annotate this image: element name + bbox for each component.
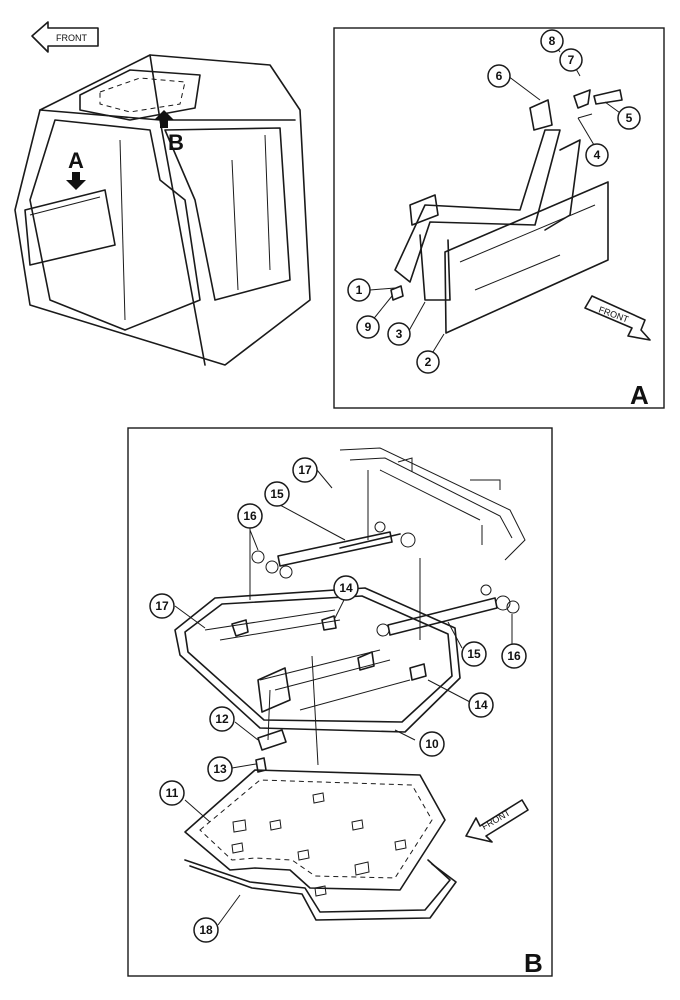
callout-7: 7 [559,48,583,72]
cab-overview: FRONT A B [14,21,311,366]
callout-17-upper: 17 [292,457,318,483]
detail-view-b: FRONT B 10 11 12 13 14 14 15 15 16 16 17… [127,427,553,978]
roof-hatch [174,587,461,733]
callout-15-lower: 15 [461,641,487,667]
svg-text:15: 15 [270,487,284,501]
svg-text:FRONT: FRONT [480,807,512,831]
svg-text:2: 2 [425,355,432,369]
gas-spring-upper [265,521,416,574]
callout-2: 2 [416,350,440,374]
glass-pane [444,181,609,334]
svg-text:15: 15 [467,647,481,661]
svg-text:5: 5 [626,111,633,125]
svg-text:17: 17 [298,463,312,477]
hatch-liner [184,769,446,897]
detail-b-frame [127,427,553,977]
callout-11: 11 [159,780,185,806]
callout-18: 18 [193,917,219,943]
svg-text:14: 14 [339,581,353,595]
svg-text:FRONT: FRONT [597,304,630,324]
svg-text:8: 8 [549,34,556,48]
callout-17-lower: 17 [149,593,175,619]
callout-8: 8 [540,29,564,53]
svg-text:A: A [68,148,84,173]
callout-15-upper: 15 [264,481,290,507]
callout-4: 4 [585,143,609,167]
svg-text:1: 1 [356,283,363,297]
gas-spring-lower [376,584,511,637]
callout-9: 9 [356,315,380,339]
view-b-marker: B [154,110,184,155]
svg-text:9: 9 [365,320,372,334]
svg-text:16: 16 [243,509,257,523]
callout-5: 5 [617,106,641,130]
view-a-marker: A [66,148,86,190]
svg-text:13: 13 [213,762,227,776]
callout-16-right: 16 [501,643,527,669]
callout-3: 3 [387,322,411,346]
callout-16-left: 16 [237,503,263,529]
callout-12: 12 [209,706,235,732]
front-arrow-a: FRONT [584,295,651,341]
svg-text:14: 14 [474,698,488,712]
hatch-seal [184,859,457,921]
svg-text:3: 3 [396,327,403,341]
callout-13: 13 [207,756,233,782]
svg-text:11: 11 [166,786,179,800]
detail-view-a: FRONT A 1 2 3 4 5 6 7 8 9 [333,27,665,410]
svg-text:16: 16 [507,649,521,663]
svg-text:17: 17 [155,599,169,613]
front-arrow-overview: FRONT [31,21,99,53]
svg-text:6: 6 [496,69,503,83]
callout-10: 10 [419,731,445,757]
svg-text:10: 10 [425,737,439,751]
callout-6: 6 [487,64,511,88]
svg-text:4: 4 [594,148,601,162]
detail-b-label: B [524,948,543,978]
svg-text:7: 7 [568,53,575,67]
front-label-overview: FRONT [56,33,87,43]
svg-text:12: 12 [215,712,229,726]
callout-14-upper: 14 [333,575,359,601]
front-arrow-b: FRONT [465,799,529,843]
callout-1: 1 [347,278,371,302]
detail-a-label: A [630,380,649,410]
svg-text:18: 18 [199,923,213,937]
detail-a-frame [333,27,665,409]
callout-14-lower: 14 [468,692,494,718]
svg-text:B: B [168,130,184,155]
